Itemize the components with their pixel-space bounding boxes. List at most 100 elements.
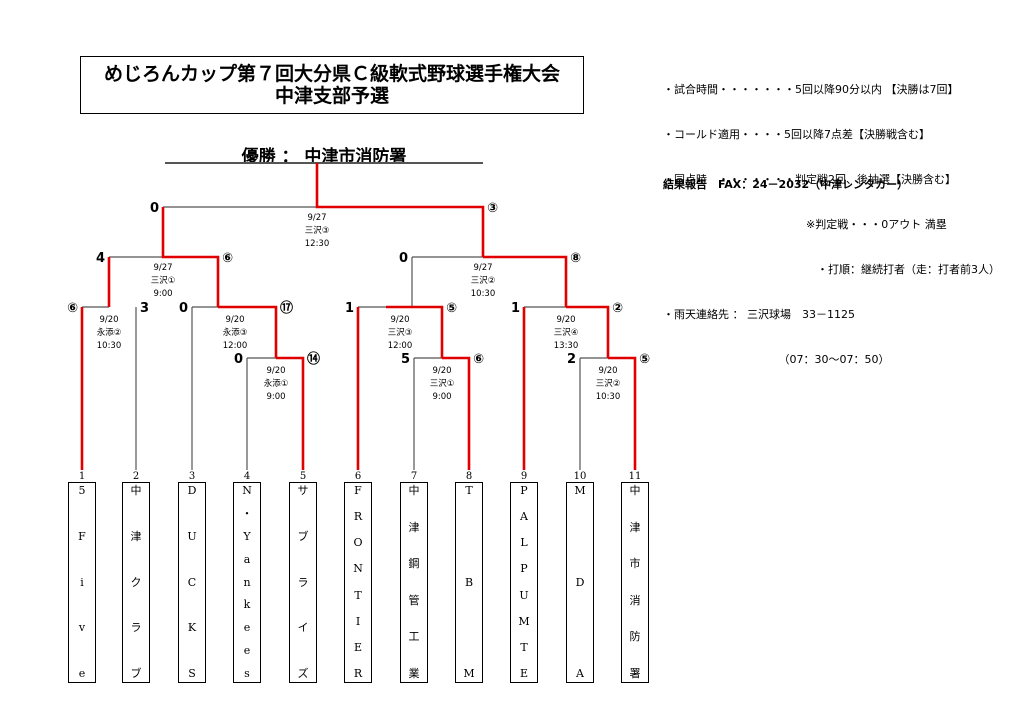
team-name-char: K	[187, 621, 197, 635]
team-name-char: U	[519, 588, 529, 602]
team-name-char: ・	[241, 506, 253, 520]
team-name-box: 中津クラブ	[122, 482, 150, 683]
tournament-title-box: めじろんカップ第７回大分県Ｃ級軟式野球選手権大会 中津支部予選	[80, 56, 584, 114]
slot-number: 8	[466, 471, 472, 482]
slot-number: 6	[355, 471, 361, 482]
right-score: ⑤	[446, 301, 457, 316]
match-venue: 三沢②	[596, 378, 621, 389]
team-name-char: 中	[629, 484, 641, 497]
slot-number: 10	[574, 471, 587, 482]
left-score: ⑥	[67, 301, 78, 316]
team-name-char: F	[354, 484, 362, 497]
rule-line: ・雨天連絡先 ： 三沢球場 33－1125	[663, 308, 855, 321]
team-name-char: 中	[130, 484, 142, 497]
left-score: 0	[179, 301, 188, 316]
left-score: 1	[511, 301, 520, 316]
team-name-char: A	[576, 667, 584, 680]
right-score: ⑤	[639, 352, 650, 367]
rule-line: ・打順：継続打者（走：打者前3人）	[663, 263, 1000, 276]
left-score: 0	[234, 352, 243, 367]
match-date: 9/20	[556, 315, 575, 325]
slot-number: 3	[189, 471, 195, 482]
team-name-char: M	[463, 667, 475, 680]
match-venue: 永添③	[223, 327, 248, 338]
match-date: 9/20	[390, 315, 409, 325]
match-time: 12:00	[388, 341, 413, 351]
team-name-char: N	[242, 484, 252, 497]
match-date: 9/27	[473, 263, 492, 273]
team-name-char: 津	[629, 520, 641, 534]
team-name-char: 5	[78, 484, 86, 497]
team-name-char: M	[574, 484, 586, 497]
team-name-char: 鋼	[408, 557, 420, 571]
team-name-char: 中	[408, 484, 420, 497]
match-venue: 永添②	[97, 327, 122, 338]
team-name-char: 署	[629, 666, 641, 680]
match-date: 9/20	[225, 315, 244, 325]
match-date: 9/20	[99, 315, 118, 325]
right-score: ③	[487, 201, 498, 216]
team-name-char: L	[520, 536, 528, 550]
team-name-char: 消	[629, 593, 641, 607]
team-name-char: P	[520, 562, 528, 576]
team-name-char: サ	[297, 484, 309, 497]
team-name-char: ラ	[130, 621, 142, 635]
slot-number: 2	[133, 471, 139, 482]
match-venue: 三沢①	[151, 275, 176, 286]
slot-number: 9	[521, 471, 527, 482]
slot-number: 1	[79, 471, 85, 482]
team-name-char: P	[520, 484, 528, 497]
team-name-char: k	[243, 598, 251, 612]
left-score: 0	[399, 251, 408, 266]
team-name-char: v	[78, 621, 86, 635]
team-name-char: 業	[408, 666, 420, 680]
team-name-char: S	[188, 667, 196, 680]
team-name-char: ブ	[297, 529, 309, 543]
team-name-char: イ	[297, 621, 309, 635]
right-score: ⑭	[307, 351, 320, 367]
team-name-char: s	[244, 667, 250, 680]
rule-line: ・試合時間・・・・・・・5回以降90分以内 【決勝は7回】	[663, 83, 959, 96]
match-time: 9:00	[153, 289, 172, 299]
team-name-char: E	[353, 640, 363, 654]
team-name-char: R	[353, 510, 363, 524]
match-date: 9/27	[153, 263, 172, 273]
team-name-char: F	[78, 529, 86, 543]
team-name-char: E	[519, 666, 529, 680]
rule-line: ※判定戦・・・0アウト 満塁	[663, 218, 947, 231]
match-time: 12:00	[223, 341, 248, 351]
team-name-char: i	[80, 575, 84, 589]
right-score: ⑥	[473, 352, 484, 367]
team-name-char: e	[243, 644, 251, 658]
team-name-box: 中津市消防署	[621, 482, 649, 683]
slot-number: 7	[411, 471, 417, 482]
team-name-box: M D A	[566, 482, 594, 683]
match-date: 9/20	[266, 366, 285, 376]
match-time: 10:30	[471, 289, 496, 299]
team-name-char: Y	[243, 529, 251, 543]
team-name-char: U	[187, 529, 197, 543]
team-name-char: M	[518, 614, 530, 628]
team-name-char: e	[78, 667, 86, 680]
team-name-box: サブライズ	[289, 482, 317, 683]
left-score: 4	[96, 251, 105, 266]
team-name-char: I	[355, 614, 361, 628]
team-name-char: D	[575, 575, 585, 589]
left-score: 5	[401, 352, 410, 367]
team-name-char: A	[520, 510, 528, 524]
match-time: 13:30	[554, 341, 579, 351]
team-name-char: T	[465, 484, 473, 497]
team-name-char: ブ	[130, 667, 142, 680]
match-venue: 三沢③	[305, 225, 330, 236]
result-report: 結果報告 FAX：24－2032（中津レンタカー）	[663, 178, 909, 191]
right-score: 3	[140, 301, 149, 316]
team-name-char: T	[354, 588, 362, 602]
match-venue: 永添①	[264, 378, 289, 389]
team-name-char: e	[243, 621, 251, 635]
winner-underline	[165, 162, 483, 164]
